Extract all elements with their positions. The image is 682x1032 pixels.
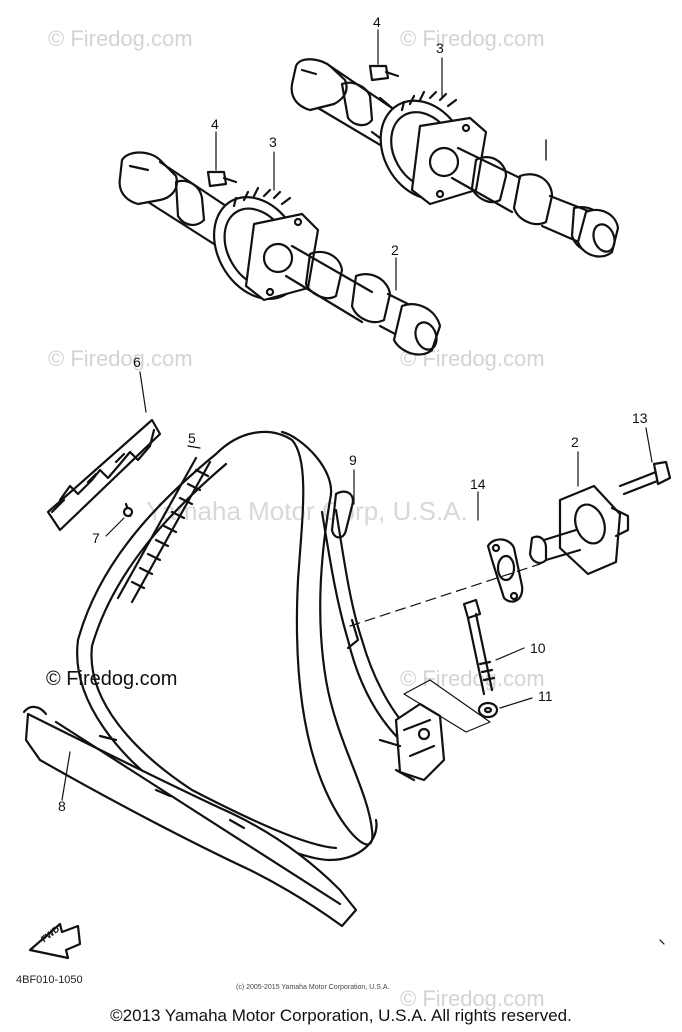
guide-8 [22, 705, 358, 928]
callout-11: 11 [538, 688, 553, 704]
bolt-lower [206, 131, 238, 188]
callout-4-lower: 4 [211, 116, 219, 132]
camshaft-upper [290, 58, 620, 258]
diagram-code: 4BF010-1050 [16, 974, 83, 986]
callout-8: 8 [58, 798, 66, 814]
callout-5: 5 [188, 430, 196, 446]
callout-6: 6 [133, 354, 141, 370]
callout-3-upper: 3 [436, 40, 444, 56]
callout-14: 14 [470, 476, 486, 492]
washer-11 [477, 697, 533, 719]
firedog-watermark-main: © Firedog.com [46, 668, 178, 690]
tensioner-2 [528, 451, 630, 576]
guide-6 [46, 371, 162, 537]
callout-2-camshaft: 2 [391, 242, 399, 258]
guide-9 [320, 469, 446, 782]
callout-4-upper: 4 [373, 14, 381, 30]
callout-9: 9 [349, 452, 357, 468]
watermark-firedog: © Firedog.com [400, 986, 545, 1011]
camshaft-lower [118, 151, 442, 356]
small-copyright: (c) 2005-2015 Yamaha Motor Corporation, … [236, 984, 390, 991]
gasket-14 [477, 491, 524, 603]
callout-2-tensioner: 2 [571, 434, 579, 450]
bolt-10 [462, 598, 525, 696]
callout-3-lower: 3 [269, 134, 277, 150]
watermark-firedog: © Firedog.com [48, 346, 193, 371]
callout-13: 13 [632, 410, 648, 426]
callout-7: 7 [92, 530, 100, 546]
watermark-yamaha: Yamaha Motor Corp, U.S.A. [146, 496, 468, 526]
bolt-13 [618, 427, 672, 496]
fwd-arrow [28, 922, 82, 960]
callout-10: 10 [530, 640, 546, 656]
watermark-firedog: © Firedog.com [400, 26, 545, 51]
footer-copyright: ©2013 Yamaha Motor Corporation, U.S.A. A… [110, 1006, 572, 1025]
bolt-upper [368, 29, 400, 82]
watermark-firedog: © Firedog.com [400, 666, 545, 691]
watermark-firedog: © Firedog.com [48, 26, 193, 51]
